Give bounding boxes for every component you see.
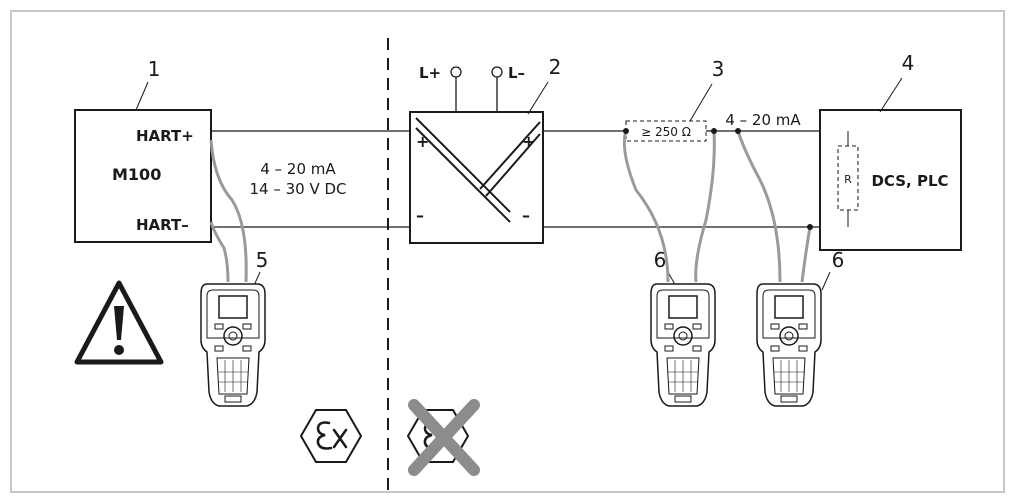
controller-resistor [837,145,859,211]
callout-1: 1 [148,57,161,81]
callout-6a: 6 [654,248,667,272]
barrier-in-minus: – [416,206,424,225]
callout-leader-1 [135,81,149,111]
supply-plus-label: L+ [419,64,441,82]
barrier-diagonal-b [415,127,511,223]
ex-crossed-out-icon [406,399,480,476]
barrier-out-minus: – [522,206,530,225]
junction-dot [735,128,741,134]
loop-current-right-label: 4 – 20 mA [725,111,801,129]
callout-leader-4 [879,77,903,113]
cable-6a-plus [622,130,670,283]
supply-plus-terminal [450,66,462,78]
callout-leader-6b [821,271,831,291]
barrier-diagonal-a [415,117,511,213]
warning-triangle-icon [74,280,164,365]
barrier-diagonal-d [485,133,541,197]
callout-3: 3 [712,57,725,81]
callout-6b: 6 [832,248,845,272]
cable-6b-minus [800,226,812,283]
hart-communicator-6b [756,283,822,407]
outer-frame [10,10,1005,493]
barrier-diagonal-c [479,121,541,190]
supply-minus-terminal [491,66,503,78]
callout-leader-2 [527,81,549,115]
hart-plus-label: HART+ [136,127,194,145]
callout-5: 5 [256,248,269,272]
barrier-out-plus: + [522,132,535,151]
junction-dot [807,224,813,230]
ex-hazardous-area-icon [299,409,363,463]
controller-resistor-label: R [844,173,852,186]
hart-communicator-5 [200,283,266,407]
callout-4: 4 [902,51,915,75]
controller-label: DCS, PLC [871,172,948,190]
callout-2: 2 [549,55,562,79]
callout-leader-3 [689,83,713,122]
loop-current-label: 4 – 20 mA [260,160,336,178]
transmitter-model: M100 [112,165,161,184]
cable-6a-minus [694,130,716,283]
cable-5-plus [209,139,248,283]
junction-dot [711,128,717,134]
cable-6b-plus [736,130,782,283]
junction-dot [623,128,629,134]
hart-communicator-6a [650,283,716,407]
hart-minus-label: HART– [136,216,189,234]
transmitter-box [74,109,212,243]
load-resistor-label: ≥ 250 Ω [641,125,691,139]
supply-minus-label: L– [508,64,525,82]
loop-voltage-label: 14 – 30 V DC [249,180,346,198]
barrier-in-plus: + [416,132,429,151]
cable-5-minus [209,221,230,283]
